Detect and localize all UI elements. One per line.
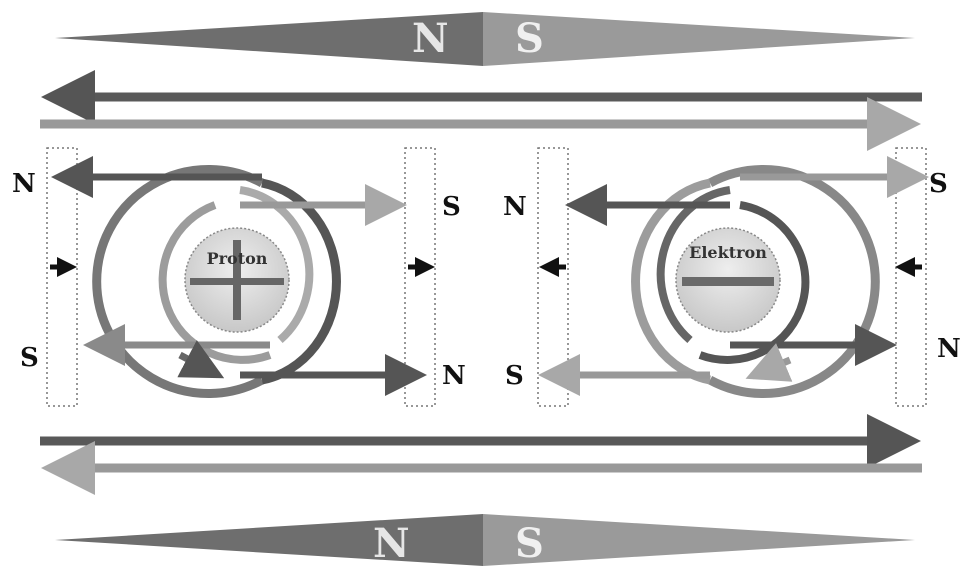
plate-right xyxy=(896,148,926,406)
pole-label-n-right: N xyxy=(937,334,961,364)
electron-group: Elektron xyxy=(545,170,922,394)
plate-proton-right xyxy=(405,148,435,406)
pole-label-s-proton: S xyxy=(442,192,461,222)
top-needle-n-label: N xyxy=(412,15,449,62)
bottom-needle-s-label: S xyxy=(515,520,544,566)
top-needle-s-label: S xyxy=(515,15,544,62)
bottom-needle-n-label: N xyxy=(373,520,410,566)
electron-minus xyxy=(682,277,774,286)
plate-electron-left xyxy=(538,148,568,406)
proton-label: Proton xyxy=(207,249,268,268)
top-compass-needle: N S xyxy=(55,12,915,66)
pole-label-n-proton: N xyxy=(442,361,466,391)
pole-label-n-left: N xyxy=(12,169,36,199)
pole-label-n-electron: N xyxy=(503,192,527,222)
pole-label-s-right: S xyxy=(929,169,948,199)
electron-label: Elektron xyxy=(689,243,767,262)
proton-group: Proton xyxy=(58,170,420,394)
electron-arc-tip xyxy=(752,360,790,376)
pole-label-s-electron: S xyxy=(505,361,524,391)
bottom-compass-needle: N S xyxy=(55,514,915,566)
pole-label-s-left: S xyxy=(20,343,39,373)
plate-left xyxy=(47,148,77,406)
